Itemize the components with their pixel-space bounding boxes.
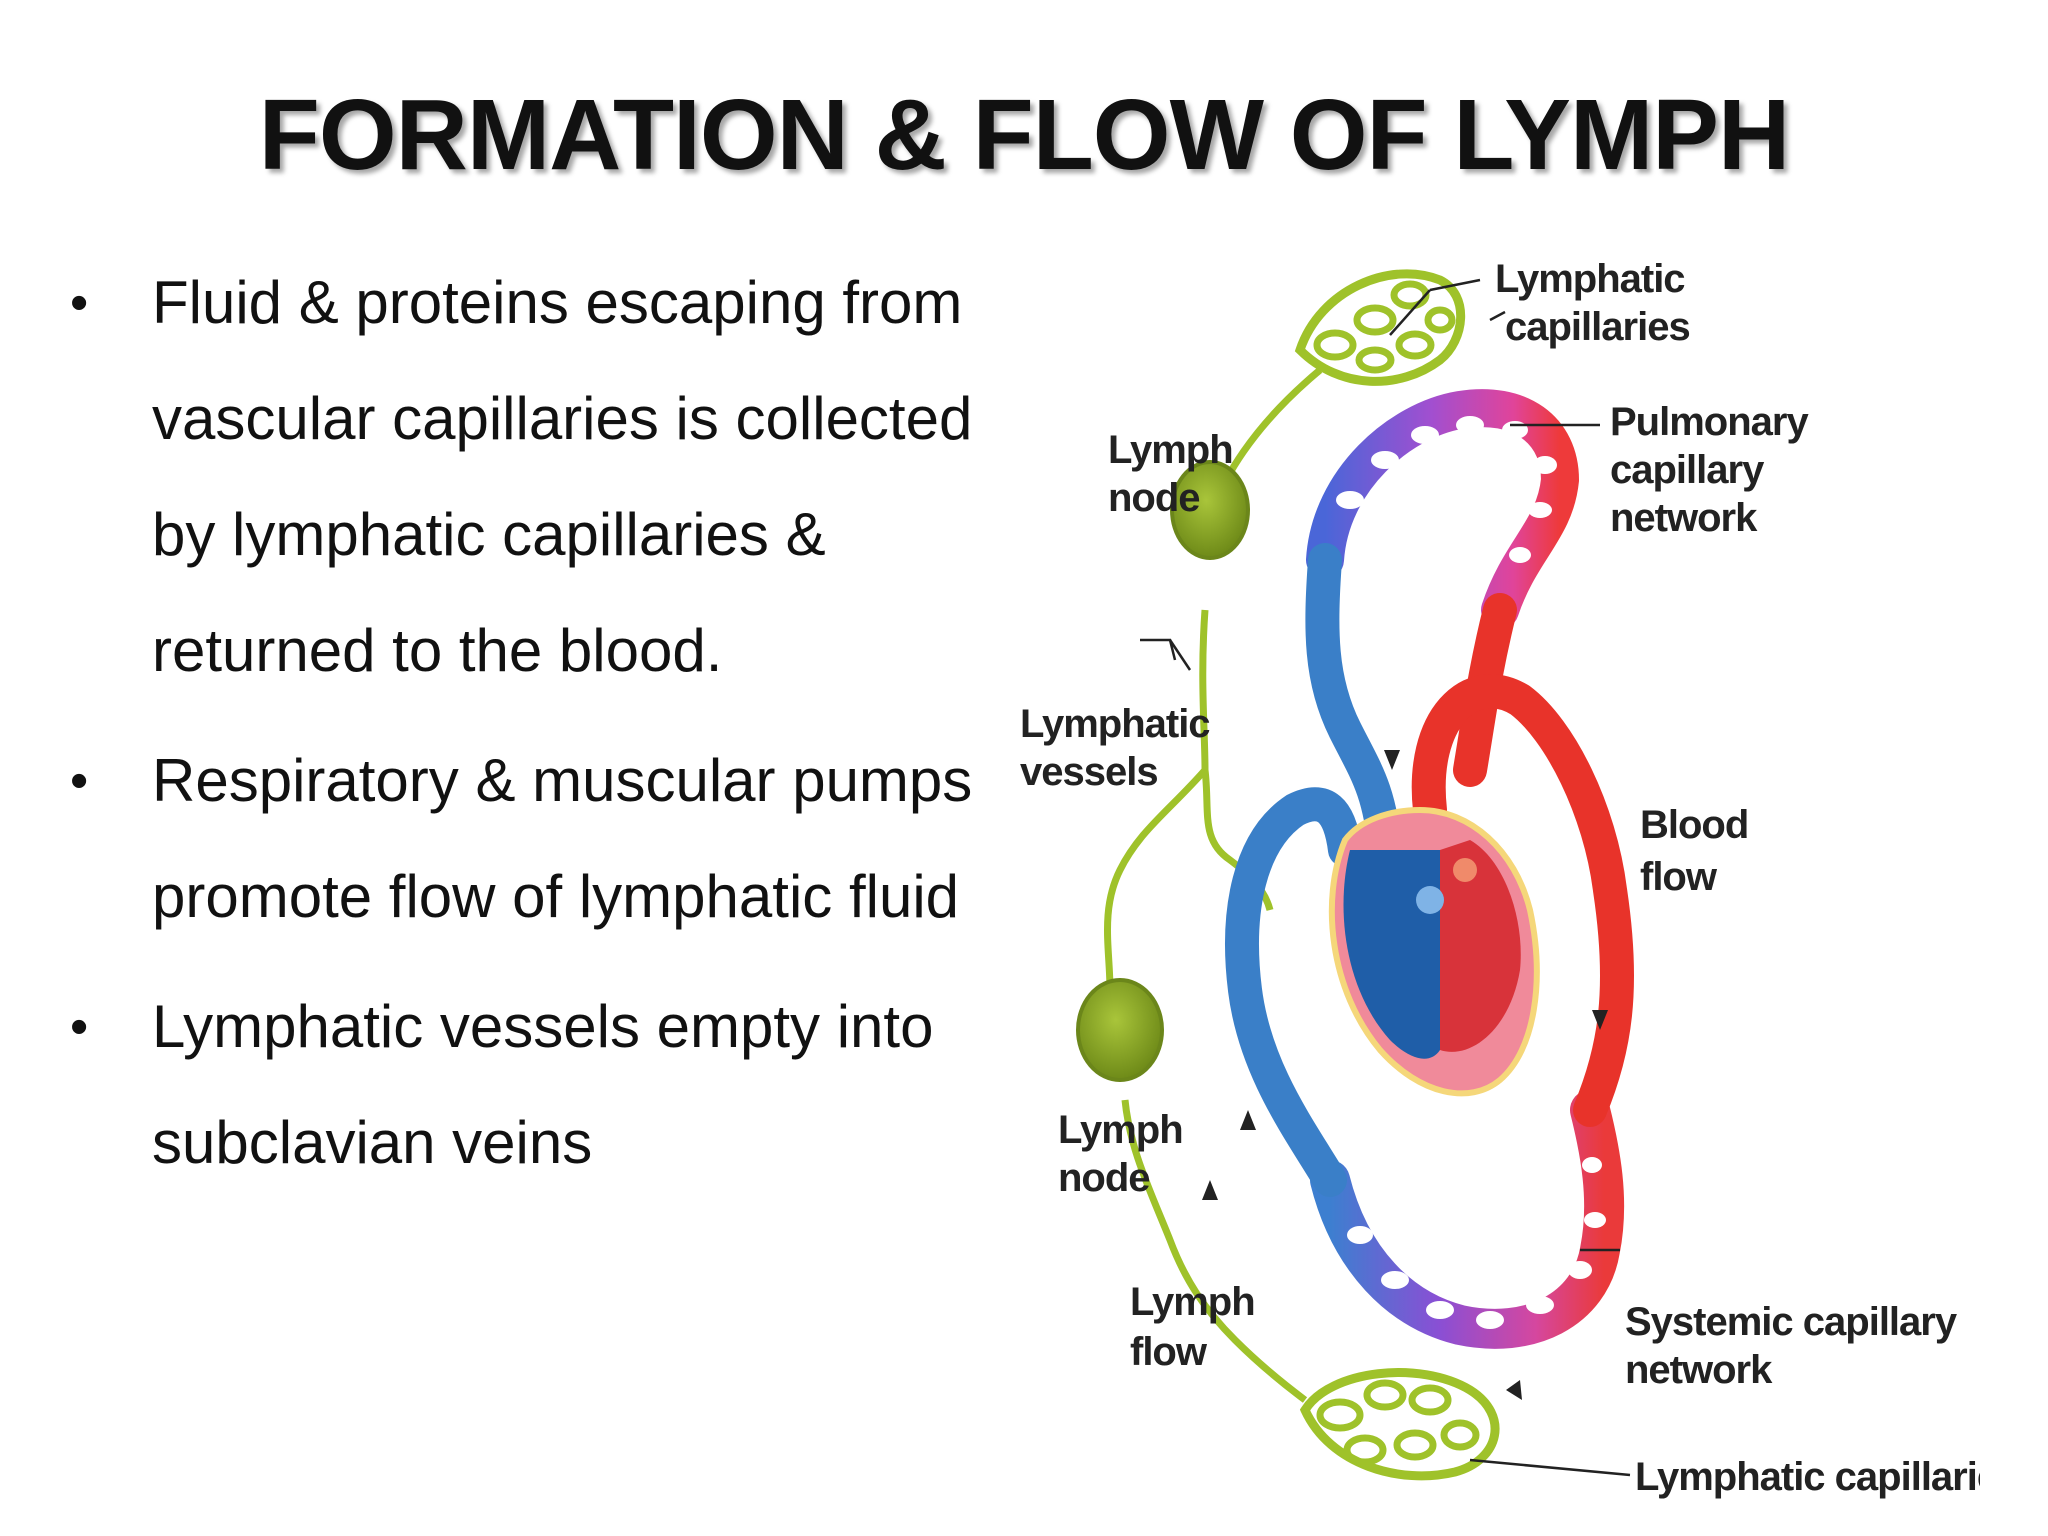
arrow-up-icon <box>1202 1180 1218 1200</box>
bullet-item: • Fluid & proteins escaping from vascula… <box>70 245 990 709</box>
bullet-text: Lymphatic vessels empty into subclavian … <box>152 993 934 1176</box>
flow-arrows <box>1202 750 1608 1400</box>
lymph-circulation-diagram: Lymphatic capillaries Pulmonary capillar… <box>1020 257 1980 1499</box>
label-lymph-node-top: Lymph <box>1108 428 1233 472</box>
label-lymph-node-bottom: node <box>1058 1156 1150 1200</box>
bullet-item: • Respiratory & muscular pumps promote f… <box>70 723 990 955</box>
pulmonary-capillary-network <box>1306 389 1580 629</box>
label-lymph-flow: Lymph <box>1130 1280 1255 1324</box>
arrow-up-icon <box>1240 1110 1256 1130</box>
arrow-left-icon <box>1506 1380 1522 1400</box>
bullet-marker: • <box>70 752 89 810</box>
label-lymphatic-vessels: Lymphatic <box>1020 702 1210 746</box>
veins <box>1225 543 1402 1197</box>
arrow-down-icon <box>1384 750 1400 770</box>
bottom-lymphatic-capillaries <box>1299 1368 1500 1481</box>
bullet-marker: • <box>70 998 89 1056</box>
bullet-list: • Fluid & proteins escaping from vascula… <box>70 245 990 1215</box>
bullet-text: Respiratory & muscular pumps promote flo… <box>152 747 973 930</box>
label-lymph-node-top: node <box>1108 476 1200 520</box>
bullet-item: • Lymphatic vessels empty into subclavia… <box>70 969 990 1201</box>
label-lymphatic-capillaries-top: Lymphatic <box>1495 257 1685 301</box>
label-systemic-capillary-network: Systemic capillary <box>1625 1300 1958 1344</box>
arteries <box>1411 593 1635 1127</box>
label-lymph-node-bottom: Lymph <box>1058 1108 1183 1152</box>
label-blood-flow: flow <box>1640 855 1718 899</box>
heart <box>1328 806 1540 1097</box>
label-lymph-flow: flow <box>1130 1330 1208 1374</box>
lymph-nodes <box>1076 460 1250 1082</box>
label-blood-flow: Blood <box>1640 803 1748 847</box>
bullet-text: Fluid & proteins escaping from vascular … <box>152 269 973 684</box>
diagram-labels: Lymphatic capillaries Pulmonary capillar… <box>1020 257 1980 1499</box>
arrow-down-icon <box>1592 1010 1608 1030</box>
label-leader-lines <box>1140 278 1631 1477</box>
bullet-marker: • <box>70 274 89 332</box>
systemic-capillary-network <box>1310 1090 1625 1349</box>
top-lymphatic-capillaries <box>1294 269 1466 386</box>
label-lymphatic-capillaries-bottom: Lymphatic capillaries <box>1635 1455 1980 1499</box>
label-pulmonary-capillary-network: network <box>1610 496 1758 540</box>
label-lymphatic-capillaries-top: capillaries <box>1505 305 1690 349</box>
label-lymphatic-vessels: vessels <box>1020 750 1158 794</box>
label-pulmonary-capillary-network: Pulmonary <box>1610 400 1809 444</box>
slide-title: FORMATION & FLOW OF LYMPH <box>258 79 1790 191</box>
label-systemic-capillary-network: network <box>1625 1348 1773 1392</box>
label-pulmonary-capillary-network: capillary <box>1610 448 1765 492</box>
